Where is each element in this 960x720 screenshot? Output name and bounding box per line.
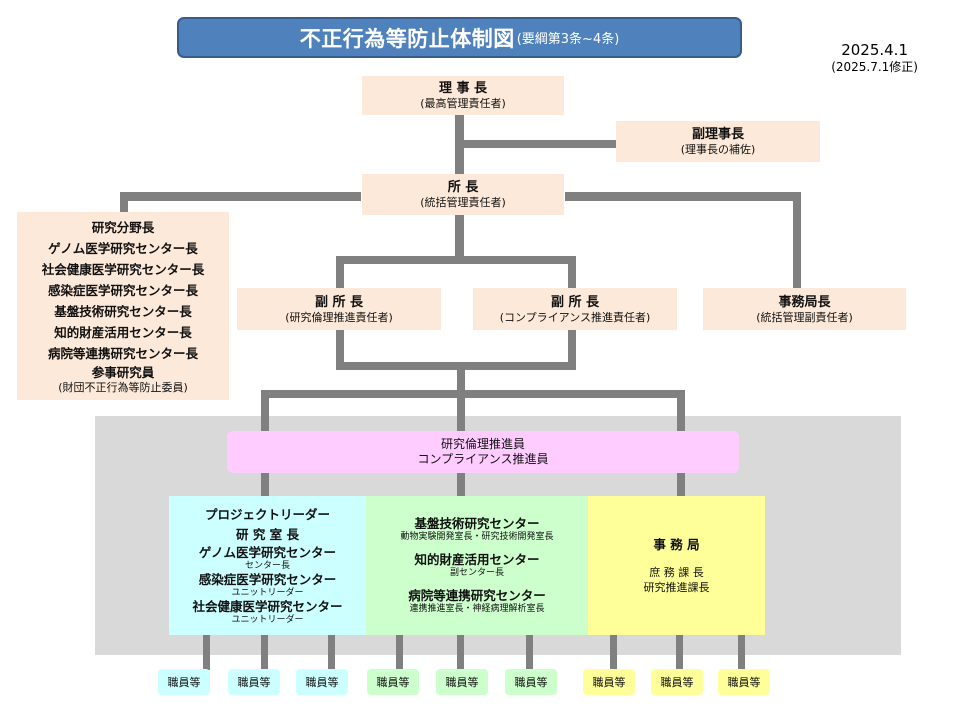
staff-box: 職員等 (718, 669, 770, 695)
director-title: 所 長 (447, 180, 479, 195)
connector-line (457, 630, 464, 670)
research-head-item: 基盤技術研究センター長 (54, 304, 192, 319)
connector-line (120, 192, 361, 201)
connector-line (565, 192, 801, 201)
page-subtitle: (要綱第3条~4条) (516, 32, 620, 47)
research-head-item: 参事研究員 (91, 365, 155, 380)
promoters-box: 研究倫理推進員 コンプライアンス推進員 (227, 431, 739, 473)
chairman-role: (最高管理責任者) (420, 97, 506, 110)
connector-line (455, 115, 464, 175)
connector-line (328, 630, 335, 670)
compliance-promoter-label: コンプライアンス推進員 (417, 452, 549, 466)
deputy-ethics-role: (研究倫理推進責任者) (285, 310, 393, 324)
staff-box: 職員等 (158, 669, 210, 695)
title-banner: 不正行為等防止体制図 (要綱第3条~4条) (177, 17, 742, 58)
staff-box: 職員等 (367, 669, 419, 695)
research-head-item: ゲノム医学研究センター長 (48, 241, 198, 256)
chairman-box: 理 事 長 (最高管理責任者) (362, 76, 564, 115)
staff-box: 職員等 (228, 669, 280, 695)
connector-line (336, 362, 576, 370)
secretariat-head-role: (統括管理副責任者) (756, 310, 853, 324)
staff-box: 職員等 (583, 669, 635, 695)
connector-line (336, 256, 344, 288)
secretariat-head-title: 事務局長 (778, 294, 831, 310)
vice-chairman-box: 副理事長 (理事長の補佐) (616, 121, 820, 162)
connector-line (203, 630, 210, 670)
connector-line (526, 630, 533, 670)
revision-date: (2025.7.1修正) (831, 60, 918, 74)
research-panel: プロジェクトリーダー 研 究 室 長 ゲノム医学研究センター センター長 感染症… (169, 496, 366, 635)
social-health-center-role: ユニットリーダー (231, 615, 304, 625)
issue-date: 2025.4.1 (841, 41, 908, 59)
staff-box: 職員等 (505, 669, 557, 695)
deputy-compliance-role: (コンプライアンス推進責任者) (499, 310, 651, 324)
core-tech-center-label: 基盤技術研究センター (414, 516, 540, 531)
page-title: 不正行為等防止体制図 (299, 26, 515, 51)
research-head-item: 研究分野長 (91, 220, 155, 235)
lab-head-label: 研 究 室 長 (235, 527, 300, 542)
genome-center-label: ゲノム医学研究センター (198, 545, 337, 560)
connector-line (676, 630, 683, 670)
centers-panel: 基盤技術研究センター 動物実験開発室長・研究技術開発室長 知的財産活用センター … (366, 496, 588, 635)
ethics-promoter-label: 研究倫理推進員 (440, 437, 525, 451)
connector-line (336, 330, 344, 370)
connector-line (464, 140, 616, 148)
connector-line (396, 630, 403, 670)
research-head-item: 感染症医学研究センター長 (47, 283, 198, 298)
deputy-compliance-title: 副 所 長 (550, 294, 600, 310)
project-leader-label: プロジェクトリーダー (204, 507, 330, 522)
hospital-center-role: 連携推進室長・神経病理解析室長 (409, 604, 545, 614)
connector-line (793, 192, 801, 288)
infection-center-role: ユニットリーダー (231, 588, 304, 598)
ip-center-label: 知的財産活用センター (414, 552, 540, 567)
social-health-center-label: 社会健康医学研究センター (192, 599, 343, 614)
connector-line (120, 192, 128, 212)
connector-line (610, 630, 617, 670)
office-title: 事 務 局 (653, 536, 700, 552)
connector-line (336, 256, 576, 264)
ip-center-role: 副センター長 (449, 568, 504, 578)
staff-box: 職員等 (651, 669, 703, 695)
research-head-item: 知的財産活用センター長 (54, 325, 192, 340)
research-heads-note: (財団不正行為等防止委員) (58, 381, 188, 394)
director-box: 所 長 (統括管理責任者) (362, 174, 564, 215)
deputy-compliance-box: 副 所 長 (コンプライアンス推進責任者) (473, 288, 677, 330)
research-heads-box: 研究分野長 ゲノム医学研究センター長 社会健康医学研究センター長 感染症医学研究… (17, 212, 229, 400)
connector-line (261, 390, 685, 398)
infection-center-label: 感染症医学研究センター (198, 572, 337, 587)
general-affairs-role: 庶 務 課 長 (649, 565, 704, 579)
research-head-item: 病院等連携研究センター長 (47, 346, 198, 361)
chairman-title: 理 事 長 (438, 81, 488, 96)
research-head-item: 社会健康医学研究センター長 (41, 262, 205, 277)
date-block: 2025.4.1 (2025.7.1修正) (831, 42, 918, 76)
connector-line (455, 215, 464, 257)
connector-line (568, 330, 576, 370)
vice-chairman-title: 副理事長 (691, 127, 744, 142)
director-role: (統括管理責任者) (420, 196, 506, 209)
staff-box: 職員等 (296, 669, 348, 695)
vice-chairman-role: (理事長の補佐) (680, 143, 756, 156)
connector-line (738, 630, 745, 670)
hospital-center-label: 病院等連携研究センター (408, 588, 546, 603)
connector-line (261, 630, 268, 670)
office-panel: 事 務 局 庶 務 課 長 研究推進課長 (588, 496, 765, 635)
connector-line (457, 370, 465, 396)
connector-line (568, 256, 576, 288)
staff-box: 職員等 (436, 669, 488, 695)
research-promotion-role: 研究推進課長 (643, 580, 710, 594)
secretariat-head-box: 事務局長 (統括管理副責任者) (703, 288, 906, 330)
deputy-ethics-title: 副 所 長 (314, 294, 364, 310)
core-tech-center-role: 動物実験開発室長・研究技術開発室長 (400, 532, 554, 542)
genome-center-role: センター長 (244, 561, 290, 571)
deputy-ethics-box: 副 所 長 (研究倫理推進責任者) (237, 288, 441, 330)
